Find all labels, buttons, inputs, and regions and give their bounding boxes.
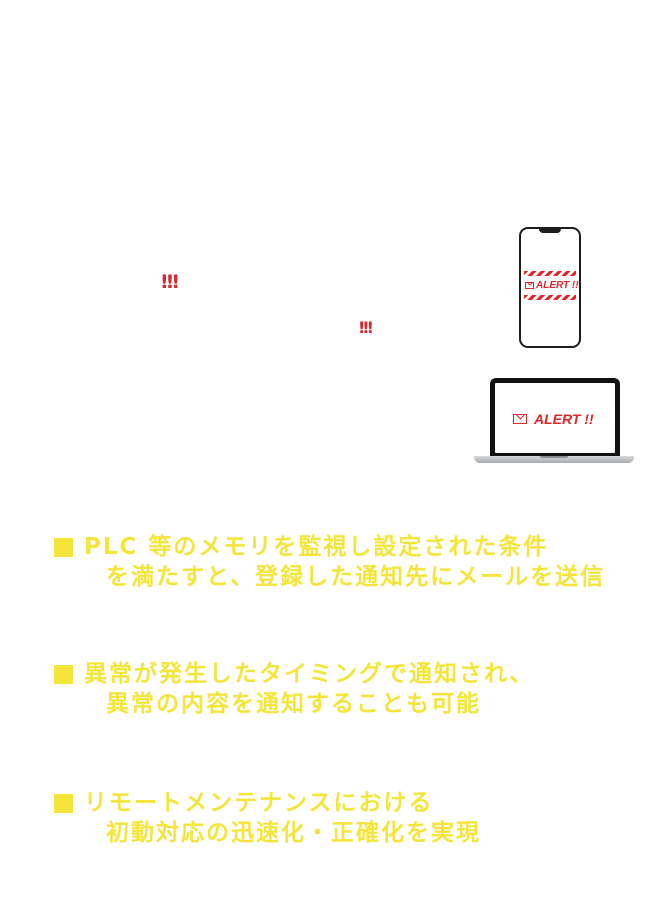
- feature-text: を満たすと、登録した通知先にメールを送信: [106, 564, 606, 590]
- phone-alert-text: ALERT !!: [536, 279, 579, 291]
- feature-text: PLC 等のメモリを監視し設定された条件: [84, 534, 549, 560]
- feature-text: 異常の内容を通知することも可能: [106, 691, 481, 717]
- mail-icon: [525, 281, 534, 289]
- exclamation-marks: !!!: [160, 271, 180, 293]
- laptop-base: [474, 456, 634, 463]
- laptop-illustration: ALERT !!: [474, 378, 634, 466]
- square-bullet-icon: [54, 794, 73, 813]
- warning-stripes: [524, 295, 576, 300]
- square-bullet-icon: [54, 665, 73, 684]
- mail-icon: [513, 414, 527, 424]
- feature-text: 初動対応の迅速化・正確化を実現: [106, 820, 481, 846]
- feature-text: リモートメンテナンスにおける: [84, 790, 434, 816]
- laptop-screen: ALERT !!: [490, 378, 620, 456]
- feature-item: 異常が発生したタイミングで通知され、 異常の内容を通知することも可能: [54, 659, 534, 719]
- feature-item: PLC 等のメモリを監視し設定された条件 を満たすと、登録した通知先にメールを送…: [54, 532, 605, 592]
- feature-item: リモートメンテナンスにおける 初動対応の迅速化・正確化を実現: [54, 788, 481, 848]
- smartphone-illustration: ALERT !!: [519, 227, 581, 348]
- smartphone-notch: [539, 228, 561, 233]
- laptop-display: ALERT !!: [495, 383, 615, 453]
- phone-alert-banner: ALERT !!: [524, 271, 579, 301]
- laptop-alert-text: ALERT !!: [534, 411, 594, 427]
- feature-text: 異常が発生したタイミングで通知され、: [84, 661, 535, 687]
- exclamation-marks: !!!: [358, 318, 374, 337]
- warning-stripes: [524, 271, 576, 276]
- square-bullet-icon: [54, 538, 73, 557]
